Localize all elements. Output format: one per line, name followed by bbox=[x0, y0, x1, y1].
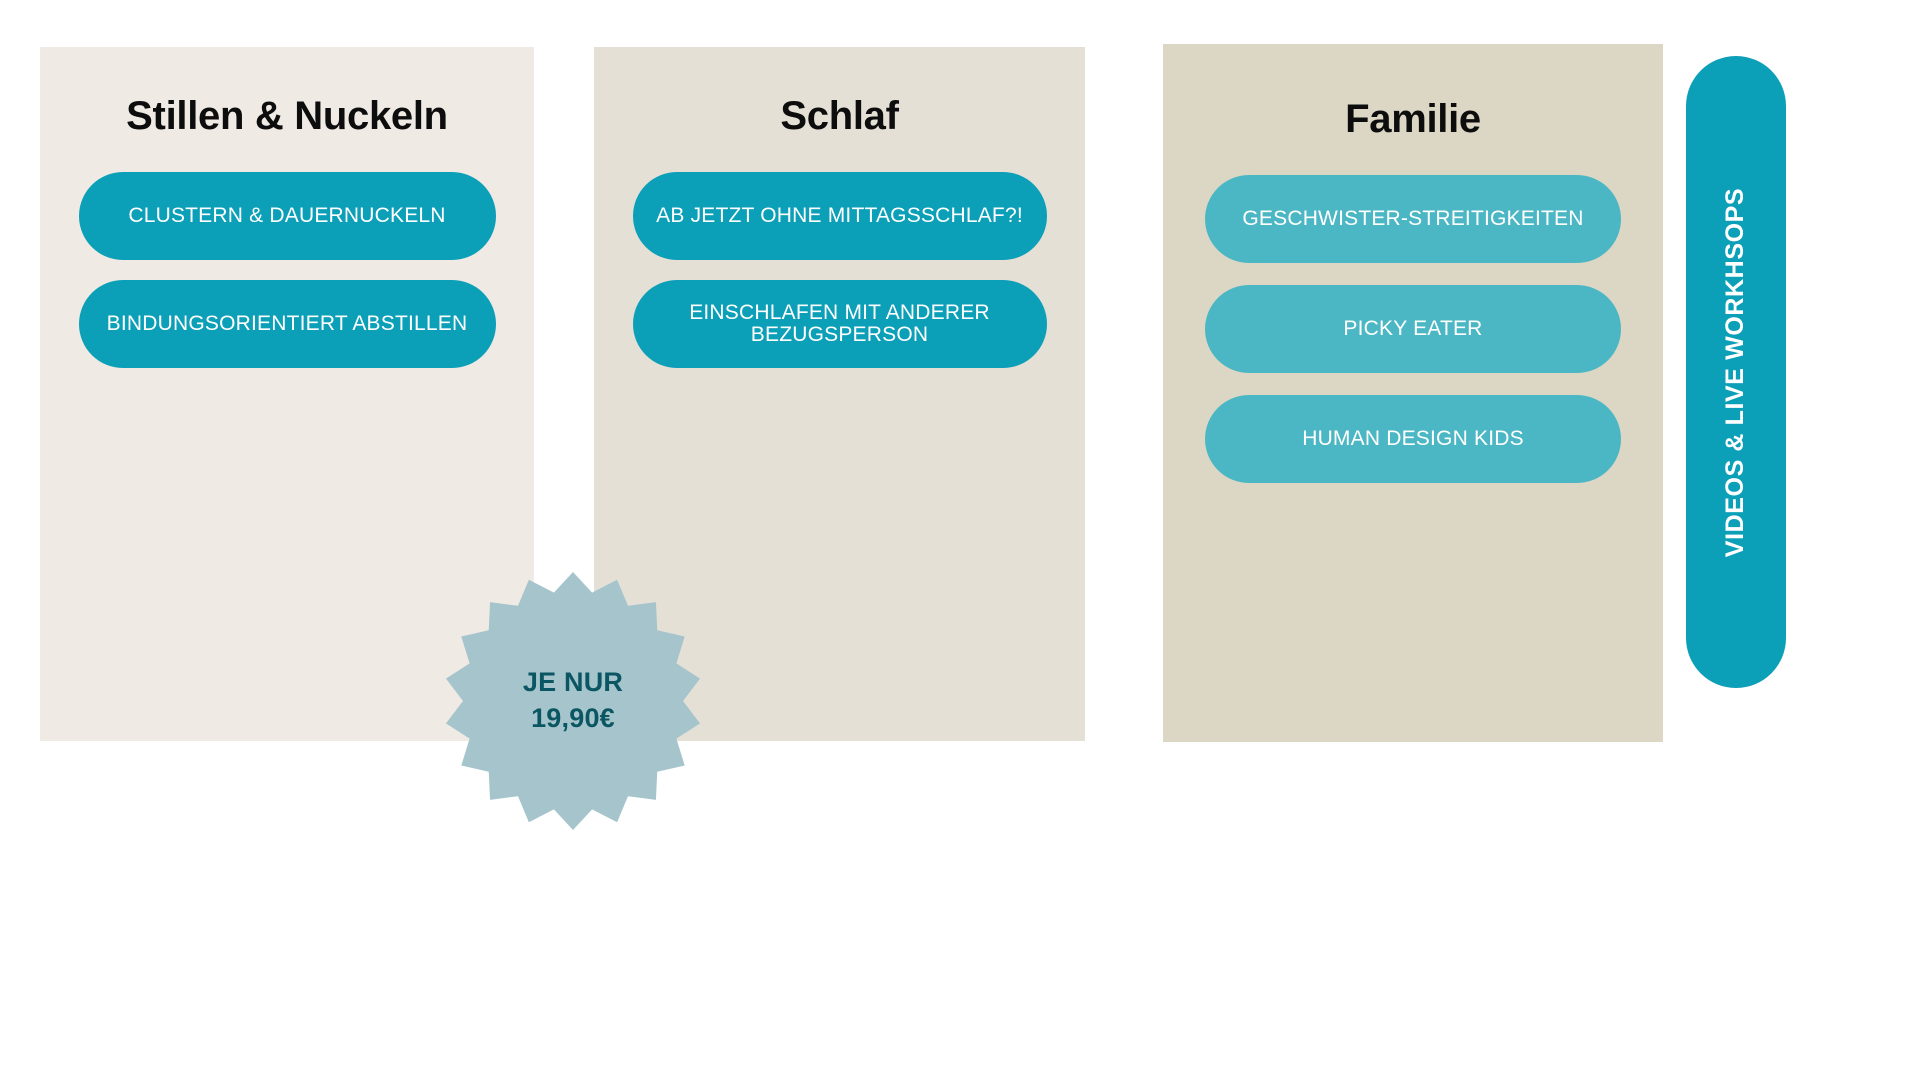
price-badge: JE NUR 19,90€ bbox=[444, 572, 702, 830]
panel-title-stillen-nuckeln: Stillen & Nuckeln bbox=[126, 94, 448, 138]
topic-pill[interactable]: PICKY EATER bbox=[1205, 285, 1621, 374]
topic-pill[interactable]: AB JETZT OHNE MITTAGSSCHLAF?! bbox=[632, 172, 1047, 261]
panel-title-schlaf: Schlaf bbox=[780, 94, 899, 138]
side-tab-videos-live-workshops[interactable]: VIDEOS & LIVE WORKHSOPS bbox=[1686, 56, 1786, 688]
topic-pill-list-familie: GESCHWISTER-STREITIGKEITEN PICKY EATER H… bbox=[1163, 175, 1663, 484]
topic-pill[interactable]: GESCHWISTER-STREITIGKEITEN bbox=[1205, 175, 1621, 264]
category-panel-familie: Familie GESCHWISTER-STREITIGKEITEN PICKY… bbox=[1163, 44, 1663, 742]
category-panel-stillen-nuckeln: Stillen & Nuckeln CLUSTERN & DAUERNUCKEL… bbox=[40, 47, 534, 741]
topic-pill-list-stillen-nuckeln: CLUSTERN & DAUERNUCKELN BINDUNGSORIENTIE… bbox=[40, 172, 534, 369]
topic-pill[interactable]: CLUSTERN & DAUERNUCKELN bbox=[78, 172, 496, 261]
panel-title-familie: Familie bbox=[1345, 97, 1481, 141]
side-tab-label: VIDEOS & LIVE WORKHSOPS bbox=[1721, 187, 1750, 557]
topic-pill[interactable]: HUMAN DESIGN KIDS bbox=[1205, 395, 1621, 484]
topic-pill-list-schlaf: AB JETZT OHNE MITTAGSSCHLAF?! EINSCHLAFE… bbox=[594, 172, 1085, 369]
starburst-badge-icon bbox=[445, 572, 701, 830]
category-panel-schlaf: Schlaf AB JETZT OHNE MITTAGSSCHLAF?! EIN… bbox=[594, 47, 1085, 741]
topic-pill[interactable]: EINSCHLAFEN MIT ANDERER BEZUGSPERSON bbox=[632, 280, 1047, 369]
topic-pill[interactable]: BINDUNGSORIENTIERT ABSTILLEN bbox=[78, 280, 496, 369]
